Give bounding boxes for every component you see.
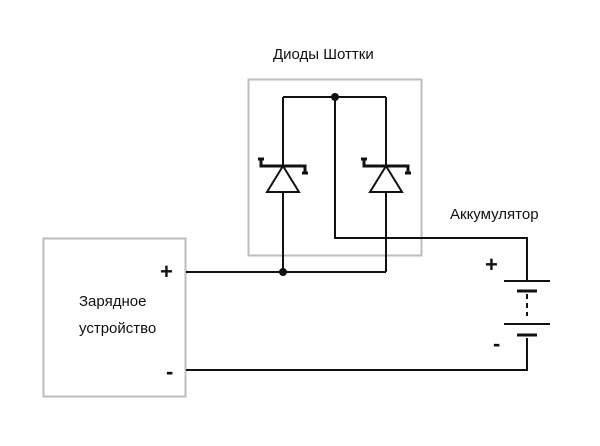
battery-plus-sign: +	[485, 252, 498, 277]
schottky-diode-right	[361, 157, 411, 193]
schottky-diode-left	[258, 157, 308, 193]
charger-minus-sign: -	[166, 359, 174, 384]
junction-bottom	[279, 268, 287, 276]
charger-plus-sign: +	[160, 259, 173, 284]
wire-to-battery-plus	[334, 97, 528, 280]
battery-title: Аккумулятор	[450, 206, 539, 223]
wire-charger-minus	[186, 338, 528, 371]
battery-symbol	[504, 280, 550, 337]
junction-top	[331, 93, 339, 101]
diodes-title: Диоды Шоттки	[273, 46, 374, 63]
charger-label-line1: Зарядное	[79, 293, 147, 310]
battery-minus-sign: -	[493, 331, 501, 356]
diode-enclosure	[247, 78, 423, 257]
charger-label-line2: устройство	[79, 320, 157, 337]
charger-box	[42, 237, 187, 398]
